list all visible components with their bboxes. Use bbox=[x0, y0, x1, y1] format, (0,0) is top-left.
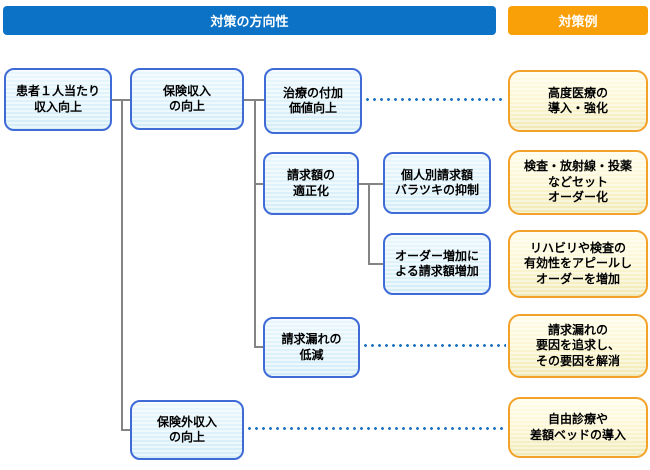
direction-header: 対策の方向性 bbox=[3, 6, 496, 35]
examples-header: 対策例 bbox=[508, 6, 648, 35]
dotted-connector bbox=[364, 98, 506, 101]
node-insurance-revenue: 保険収入 の向上 bbox=[130, 68, 244, 130]
connector-line bbox=[254, 183, 264, 185]
node-non-insurance-revenue: 保険外収入 の向上 bbox=[130, 400, 244, 460]
example-omission-cause: 請求漏れの 要因を追求し、 その要因を解消 bbox=[508, 314, 648, 378]
node-treatment-value: 治療の付加 価値向上 bbox=[264, 68, 362, 134]
connector-line bbox=[254, 346, 264, 348]
dotted-connector bbox=[362, 344, 506, 347]
connector-line bbox=[359, 183, 383, 185]
connector-line bbox=[121, 429, 130, 431]
example-free-practice: 自由診療や 差額ベッドの導入 bbox=[508, 397, 648, 458]
node-individual-billing-variation: 個人別請求額 バラツキの抑制 bbox=[383, 152, 491, 214]
dotted-connector bbox=[246, 427, 506, 430]
node-order-increase-billing: オーダー増加に よる請求額増加 bbox=[383, 233, 491, 295]
node-billing-omission-reduction: 請求漏れの 低減 bbox=[263, 317, 360, 378]
connector-line bbox=[254, 99, 256, 348]
example-set-orders: 検査・放射線・投薬 などセット オーダー化 bbox=[508, 150, 648, 215]
connector-line bbox=[368, 263, 383, 265]
example-rehab-appeal: リハビリや検査の 有効性をアピールし オーダーを増加 bbox=[508, 230, 648, 298]
connector-line bbox=[368, 183, 370, 264]
node-billing-optimization: 請求額の 適正化 bbox=[263, 152, 359, 215]
example-advanced-medical: 高度医療の 導入・強化 bbox=[508, 70, 648, 132]
connector-line bbox=[121, 99, 123, 430]
node-patient-revenue: 患者１人当たり 収入向上 bbox=[4, 68, 112, 131]
